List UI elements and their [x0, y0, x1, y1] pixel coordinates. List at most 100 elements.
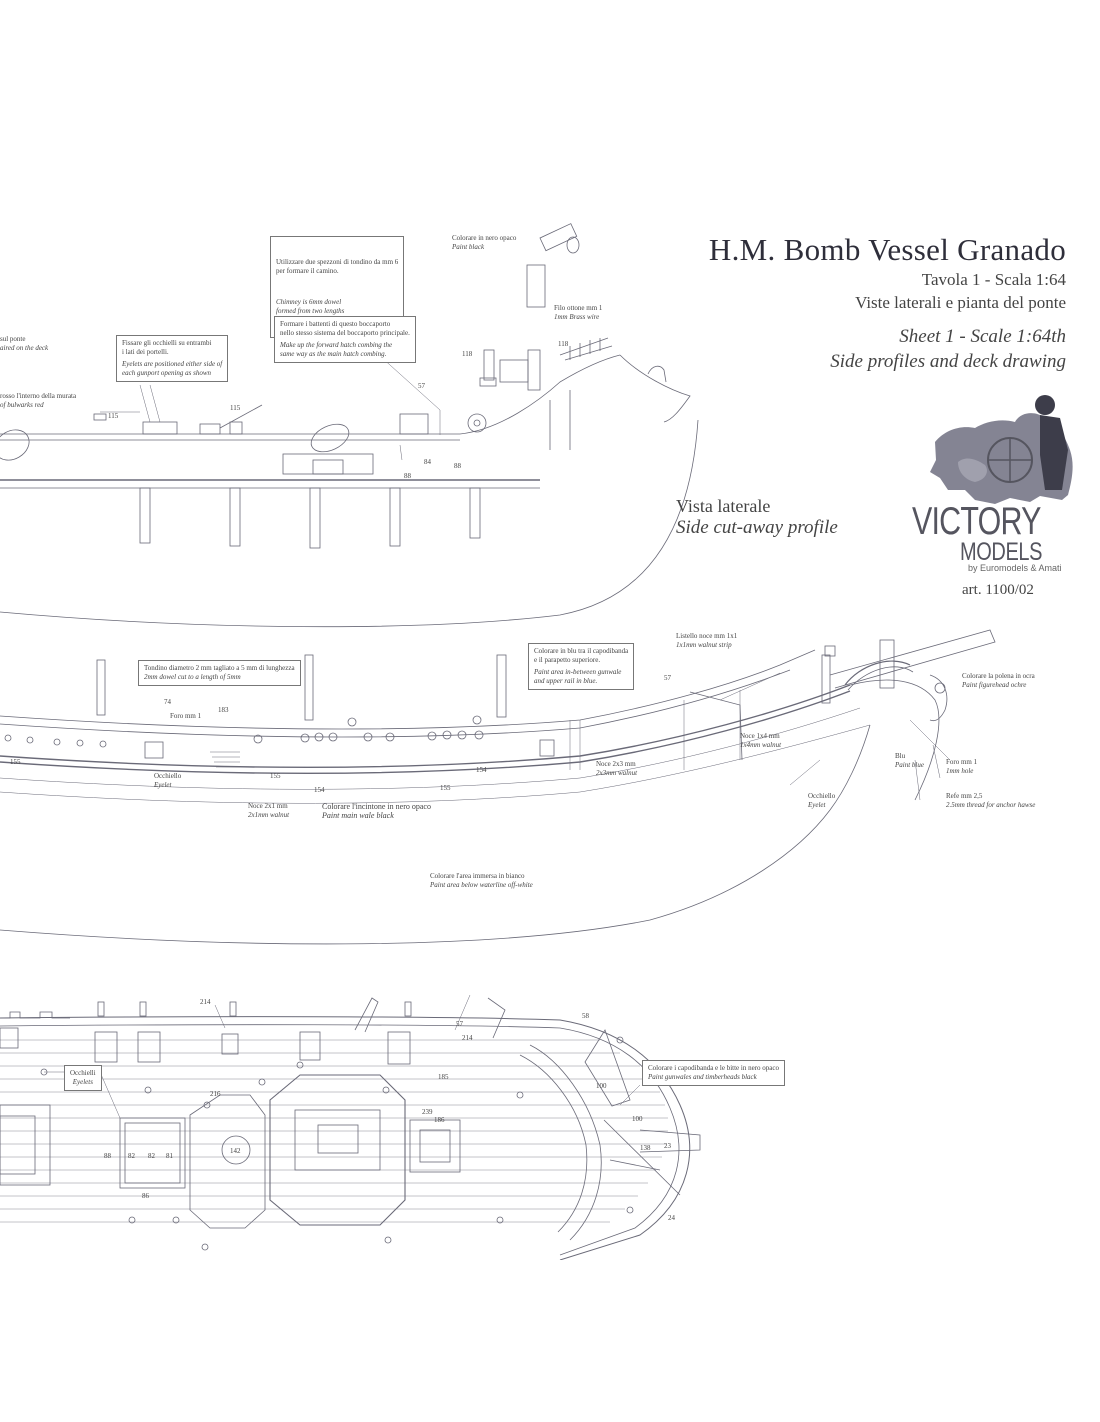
part-number: 88: [404, 472, 411, 480]
part-number: 155: [10, 758, 21, 766]
note-gunwale-blue: Colorare in blu tra il capodibanda e il …: [528, 643, 635, 690]
note-eyelets-gunport: Fissare gli occhielli su entrambi i lati…: [116, 335, 229, 382]
subtitle-en: Side profiles and deck drawing: [830, 351, 1066, 372]
note-hole-small-it: Foro mm 1: [170, 712, 202, 720]
drawing-sheet: H.M. Bomb Vessel Granado Tavola 1 - Scal…: [0, 160, 1100, 1260]
note-dowel: Tondino diametro 2 mm tagliato a 5 mm di…: [138, 660, 301, 686]
part-number: 185: [438, 1073, 449, 1081]
note-main-wale-en: Paint main wale black: [322, 811, 394, 820]
part-number: 115: [230, 404, 241, 412]
side-profile: [0, 629, 996, 945]
note-bulwarks-it: rosso l'interno della murata: [0, 392, 77, 400]
part-number: 216: [210, 1090, 221, 1098]
note-eyelets-deck-en: Eyelets: [72, 1078, 93, 1086]
note-walnut-2x3: Noce 2x3 mm 2x3mm walnut: [596, 760, 637, 778]
note-gunwales-black: Colorare i capodibanda e le bitte in ner…: [642, 1060, 786, 1086]
note-gunwale-blue-en: Paint area in-between gunwale and upper …: [534, 668, 622, 685]
note-thread-it: Refe mm 2,5: [946, 792, 983, 800]
note-brass-wire-it: Filo ottone mm 1: [554, 304, 603, 312]
note-eyelet-left: Occhiello Eyelet: [154, 772, 181, 790]
part-number: 142: [230, 1147, 241, 1155]
note-gunwales-black-en: Paint gunwales and timberheads black: [648, 1073, 757, 1081]
note-thread: Refe mm 2,5 2.5mm thread for anchor haws…: [946, 792, 1035, 810]
note-hole-1mm: Foro mm 1 1mm hole: [946, 758, 977, 776]
part-number: 214: [462, 1034, 473, 1042]
part-number: 57: [456, 1020, 463, 1028]
note-paint-black-it: Colorare in nero opaco: [452, 234, 517, 242]
note-blue: Blu Paint blue: [895, 752, 924, 770]
note-walnut-2x1-en: 2x1mm walnut: [248, 811, 290, 819]
note-eyelet-it: Occhiello: [808, 792, 836, 800]
note-eyelet-right: Occhiello Eyelet: [808, 792, 835, 810]
note-deck-left-it: sul ponte: [0, 335, 26, 343]
brand-name: VICTORY: [912, 500, 1041, 543]
note-walnut-strip-it: Listello noce mm 1x1: [676, 632, 738, 640]
note-brass-wire-en: 1mm Brass wire: [554, 313, 600, 321]
note-dowel-en: 2mm dowel cut to a length of 5mm: [144, 673, 241, 681]
note-chimney-it: Utilizzare due spezzoni di tondino da mm…: [276, 258, 399, 275]
part-number: 155: [440, 784, 451, 792]
note-walnut-2x1-it: Noce 2x1 mm: [248, 802, 288, 810]
note-deck-left-en: aired on the deck: [0, 344, 49, 352]
title-block: H.M. Bomb Vessel Granado Tavola 1 - Scal…: [709, 232, 1066, 374]
plan-title: H.M. Bomb Vessel Granado: [708, 232, 1066, 267]
part-number: 81: [166, 1152, 173, 1160]
note-eyelet-left-en: Eyelet: [154, 781, 172, 789]
note-walnut-1x4: Noce 1x4 mm 1x4mm walnut: [740, 732, 781, 750]
note-blue-en: Paint blue: [895, 761, 924, 769]
part-number: 82: [128, 1152, 135, 1160]
note-chimney-en: Chimney is 6mm dowel formed from two len…: [276, 298, 345, 315]
part-number: 154: [314, 786, 325, 794]
part-number: 118: [462, 350, 473, 358]
note-walnut-1x4-it: Noce 1x4 mm: [740, 732, 780, 740]
part-number: 23: [664, 1142, 671, 1150]
plate-scale-en: Sheet 1 - Scale 1:64th: [899, 326, 1066, 347]
note-eyelets-deck-it: Occhielli: [70, 1069, 96, 1077]
note-hole-1mm-en: 1mm hole: [946, 767, 974, 775]
note-figurehead-en: Paint figurehead ochre: [962, 681, 1027, 689]
note-figurehead-it: Colorare la polena in ocra: [962, 672, 1035, 680]
note-gunwales-black-it: Colorare i capodibanda e le bitte in ner…: [648, 1064, 780, 1072]
part-number: 138: [640, 1144, 651, 1152]
note-walnut-strip: Listello noce mm 1x1 1x1mm walnut strip: [676, 632, 737, 650]
note-hatch-it: Formare i battenti di questo boccaporto …: [280, 320, 410, 337]
note-figurehead: Colorare la polena in ocra Paint figureh…: [962, 672, 1035, 690]
part-number: 214: [200, 998, 211, 1006]
note-waterline-it: Colorare l'area immersa in bianco: [430, 872, 525, 880]
note-eyelets-gunport-it: Fissare gli occhielli su entrambi i lati…: [122, 339, 212, 356]
note-walnut-1x4-en: 1x4mm walnut: [740, 741, 782, 749]
part-number: 86: [142, 1192, 149, 1200]
profile-label: Vista laterale Side cut-away profile: [676, 496, 838, 539]
note-hatch-en: Make up the forward hatch combing the sa…: [280, 341, 393, 358]
cutaway-profile: [0, 223, 699, 628]
deck-plan: [0, 994, 701, 1260]
part-number: 57: [664, 674, 671, 682]
note-deck-left: sul ponte aired on the deck: [0, 335, 48, 353]
note-waterline-en: Paint area below waterline off-white: [430, 881, 533, 889]
note-dowel-it: Tondino diametro 2 mm tagliato a 5 mm di…: [144, 664, 295, 672]
part-number: 88: [454, 462, 461, 470]
note-eyelet-en: Eyelet: [808, 801, 826, 809]
note-blue-it: Blu: [895, 752, 906, 760]
note-gunwale-blue-it: Colorare in blu tra il capodibanda e il …: [534, 647, 629, 664]
note-main-wale: Colorare l'incintone in nero opaco Paint…: [322, 802, 431, 820]
note-walnut-2x1: Noce 2x1 mm 2x1mm walnut: [248, 802, 289, 820]
part-number: 57: [418, 382, 425, 390]
brand-by: by Euromodels & Amati: [968, 563, 1062, 573]
profile-label-it: Vista laterale: [676, 496, 771, 516]
note-eyelets-deck: Occhielli Eyelets: [64, 1065, 102, 1091]
part-number: 82: [148, 1152, 155, 1160]
profile-label-en: Side cut-away profile: [676, 517, 838, 538]
note-walnut-2x3-it: Noce 2x3 mm: [596, 760, 636, 768]
subtitle-it: Viste laterali e pianta del ponte: [855, 293, 1066, 312]
note-main-wale-it: Colorare l'incintone in nero opaco: [322, 802, 431, 811]
europe-map-helmsman-logo: [930, 395, 1073, 504]
part-number: 88: [104, 1152, 111, 1160]
plate-scale-it: Tavola 1 - Scala 1:64: [921, 270, 1066, 289]
note-eyelets-gunport-en: Eyelets are positioned either side of ea…: [122, 360, 223, 377]
part-number: 74: [164, 698, 171, 706]
note-brass-wire: Filo ottone mm 1 1mm Brass wire: [554, 304, 602, 322]
note-paint-black-en: Paint black: [452, 243, 485, 251]
part-number: 100: [632, 1115, 643, 1123]
note-eyelet-left-it: Occhiello: [154, 772, 182, 780]
